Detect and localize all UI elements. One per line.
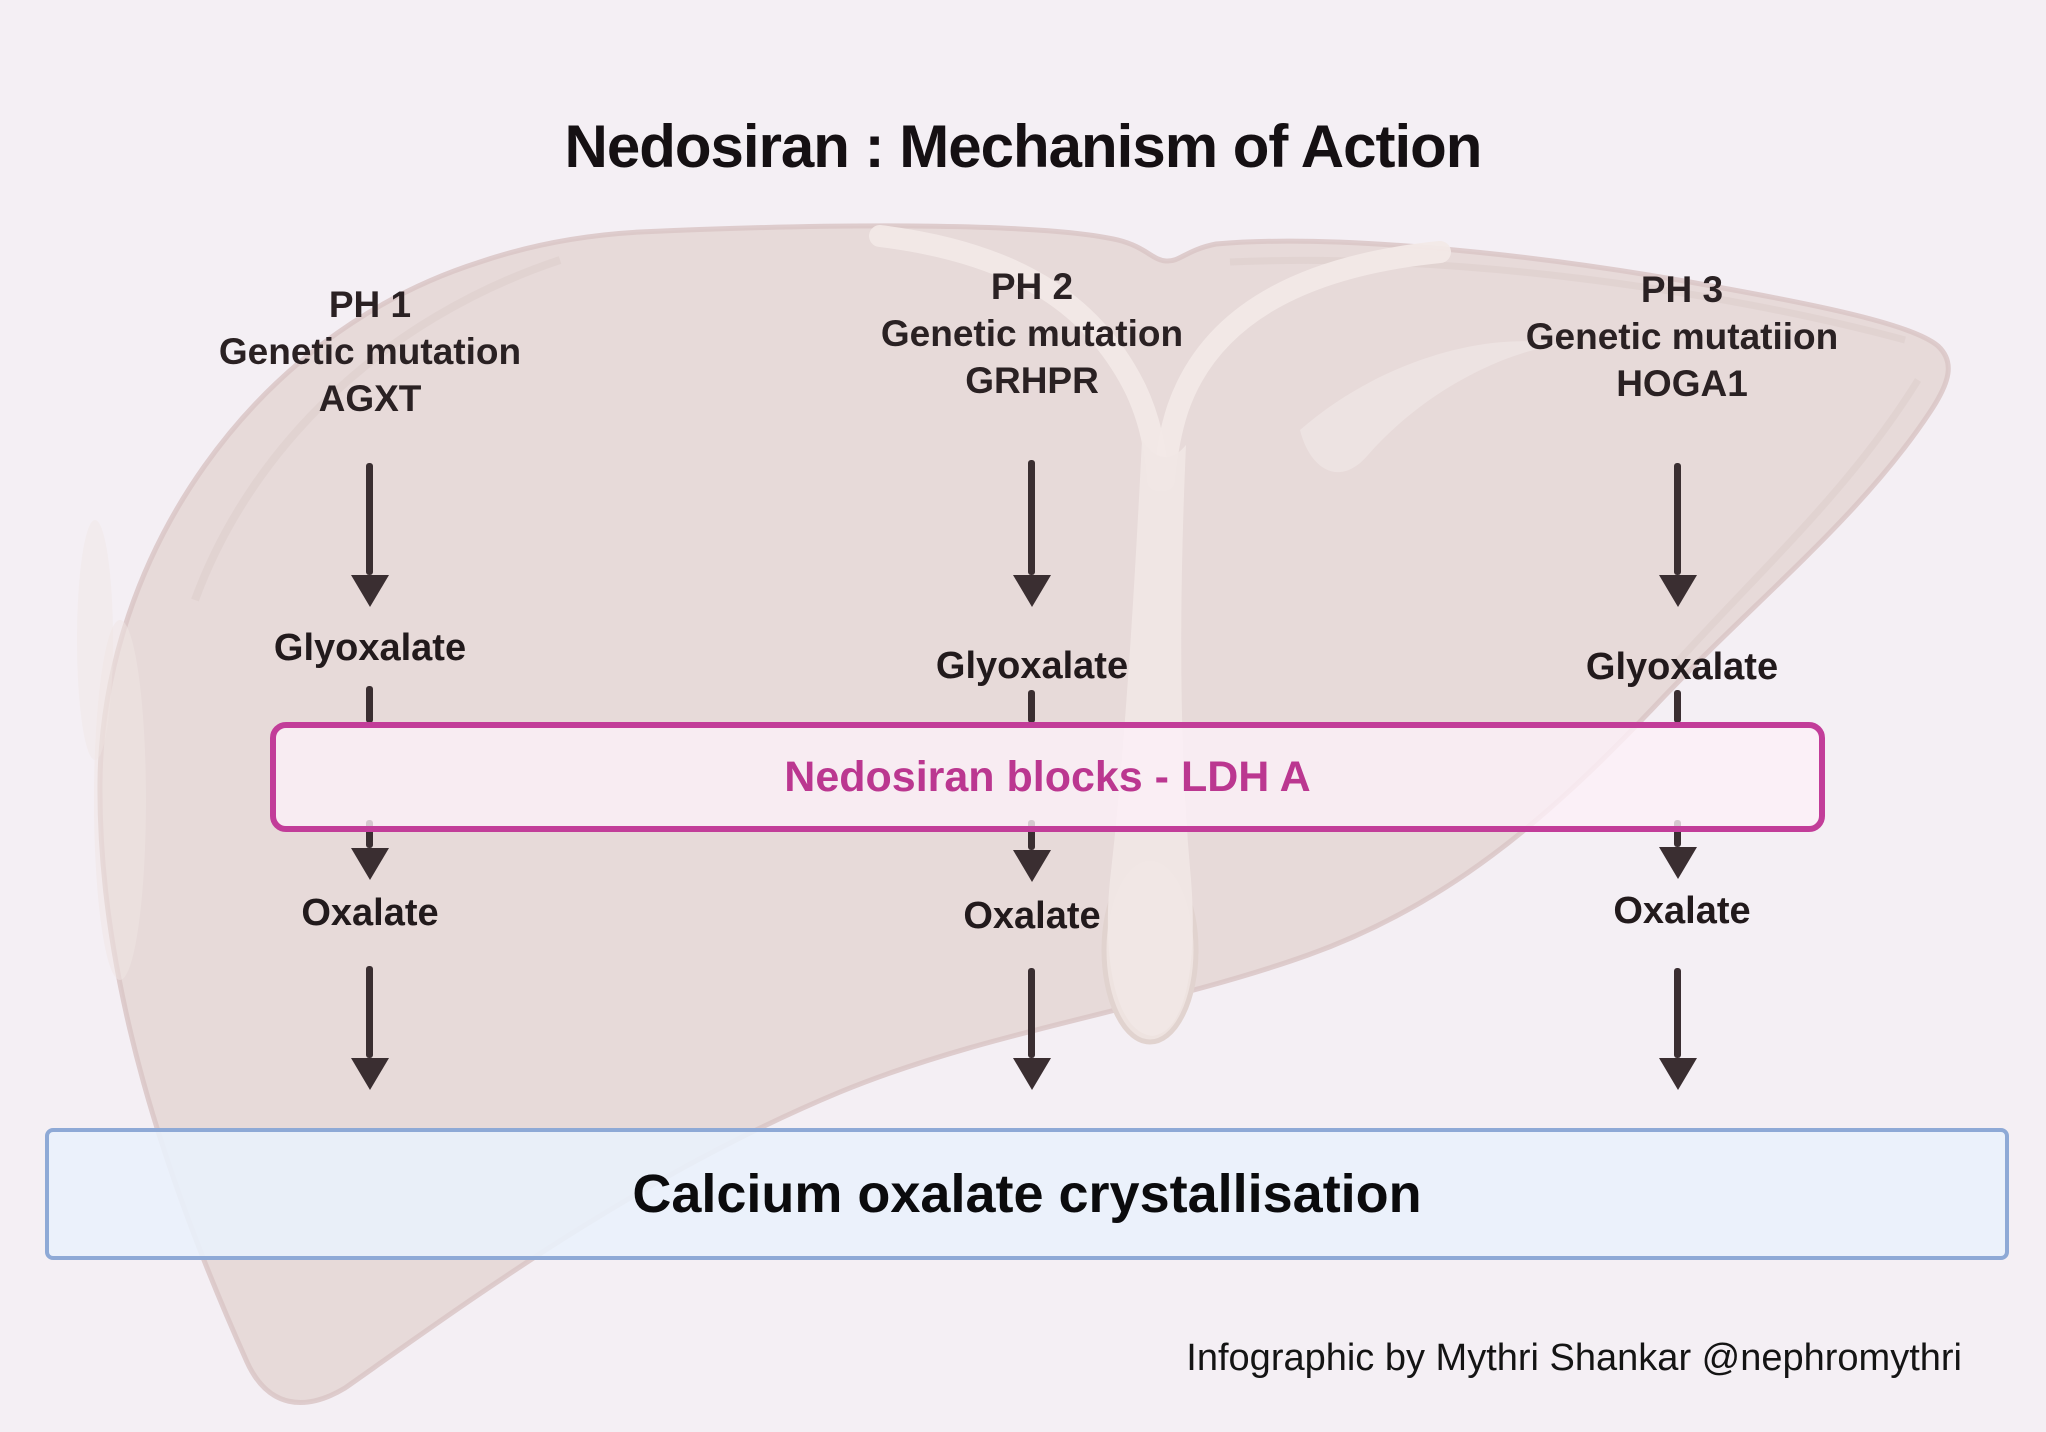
down-arrow-head (351, 575, 389, 607)
down-arrow-head (1013, 575, 1051, 607)
down-arrow-shaft (1028, 968, 1035, 1058)
ph1-line1: PH 1 (328, 284, 412, 325)
ph2-line1: PH 2 (990, 266, 1074, 307)
down-arrow-head (1659, 575, 1697, 607)
ph1-line3: AGXT (318, 378, 422, 419)
credit-text: Infographic by Mythri Shankar @nephromyt… (1186, 1337, 1962, 1379)
down-arrow-shaft (366, 966, 373, 1058)
column-header-ph2: PH 2 Genetic mutation GRHPR (752, 263, 1312, 404)
ph3-line1: PH 3 (1640, 269, 1724, 310)
down-arrow-shaft (1674, 690, 1681, 723)
down-arrow-head (1013, 1058, 1051, 1090)
falciform-ligament-left-arm (869, 225, 1169, 491)
down-arrow-shaft (1674, 820, 1681, 847)
ph2-line2: Genetic mutation (880, 313, 1184, 354)
liver-highlight-streak (94, 620, 146, 980)
down-arrow-head (1659, 1058, 1697, 1090)
page-title: Nedosiran : Mechanism of Action (564, 113, 1483, 180)
down-arrow-head (351, 848, 389, 880)
column-header-ph3: PH 3 Genetic mutatiion HOGA1 (1402, 266, 1962, 407)
nedosiran-blocker-label: Nedosiran blocks - LDH A (784, 752, 1311, 801)
liver-highlight-streak (77, 520, 113, 760)
outcome-box: Calcium oxalate crystallisation (45, 1128, 2009, 1260)
liver-inner-edge-left (191, 256, 562, 602)
oxalate-label-ph1: Oxalate (301, 892, 439, 934)
falciform-ligament-right-arm (1153, 241, 1451, 491)
glyoxalate-label-ph1: Glyoxalate (273, 627, 467, 669)
liver-highlight-crescent (1300, 341, 1560, 473)
down-arrow-shaft (366, 686, 373, 723)
down-arrow-shaft (1674, 463, 1681, 575)
ph3-line2: Genetic mutatiion (1525, 316, 1839, 357)
down-arrow-shaft (1028, 460, 1035, 575)
ph3-line3: HOGA1 (1616, 363, 1748, 404)
ph2-line3: GRHPR (965, 360, 1099, 401)
down-arrow-head (1659, 847, 1697, 879)
column-header-ph1: PH 1 Genetic mutation AGXT (90, 281, 650, 422)
down-arrow-head (1013, 850, 1051, 882)
oxalate-label-ph2: Oxalate (963, 895, 1101, 937)
down-arrow-shaft (1028, 820, 1035, 850)
glyoxalate-label-ph2: Glyoxalate (935, 645, 1129, 687)
outcome-label: Calcium oxalate crystallisation (632, 1164, 1422, 1224)
oxalate-label-ph3: Oxalate (1613, 890, 1751, 932)
down-arrow-shaft (366, 463, 373, 575)
down-arrow-shaft (366, 820, 373, 848)
down-arrow-shaft (1028, 690, 1035, 723)
liver-inner-edge-top-right (1229, 256, 1906, 344)
liver-inner-edge-right (1669, 378, 1921, 671)
down-arrow-shaft (1674, 968, 1681, 1058)
glyoxalate-label-ph3: Glyoxalate (1585, 646, 1779, 688)
ph1-line2: Genetic mutation (218, 331, 522, 372)
nedosiran-blocker-box: Nedosiran blocks - LDH A (270, 722, 1825, 832)
down-arrow-head (351, 1058, 389, 1090)
